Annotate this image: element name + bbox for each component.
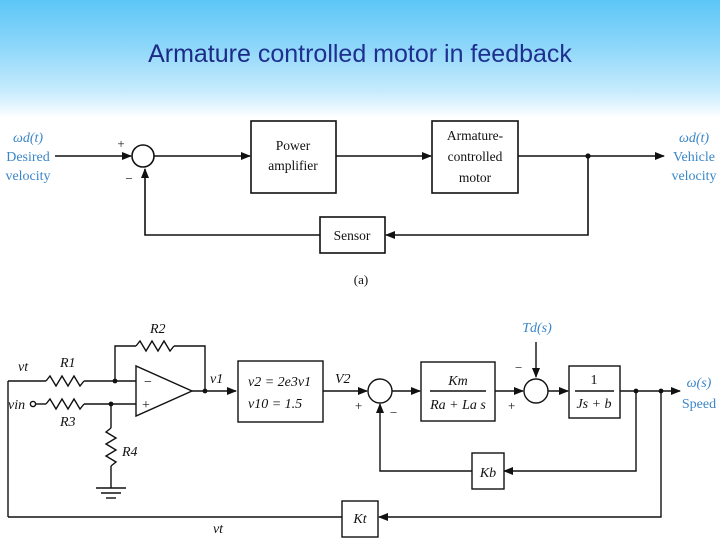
speed-symbol: ω(s)	[687, 376, 712, 391]
r3-label: R3	[59, 415, 76, 430]
resistor-r4	[104, 427, 118, 467]
feedback-to-sensor	[385, 156, 589, 239]
motor-label-1: Armature-	[447, 128, 504, 143]
output-label-1: Vehicle	[673, 150, 715, 165]
output-label-2: velocity	[671, 169, 716, 184]
vin-terminal	[29, 400, 37, 408]
r4-label: R4	[121, 445, 138, 460]
sum-minus-sign: −	[125, 171, 132, 186]
output-symbol: ωd(t)	[679, 131, 709, 146]
electrical-tf-denominator: Ra + La s	[429, 398, 486, 413]
speed-label: Speed	[682, 397, 716, 412]
feedback-to-summer	[141, 168, 320, 236]
r2-wire-left	[114, 345, 136, 381]
nonlinear-eq-1: v2 = 2e3v1	[248, 375, 311, 390]
r1-label: R1	[59, 356, 76, 371]
to-kb-arrow	[503, 391, 637, 475]
nonlinear-amplifier-block	[237, 360, 324, 423]
title-rest: controlled motor in feedback	[250, 40, 572, 68]
r2-label: R2	[149, 322, 166, 337]
nonlinear-eq-2: v10 = 1.5	[248, 397, 302, 412]
opamp-minus: −	[144, 375, 152, 390]
figure-b	[7, 339, 681, 538]
input-label-2: velocity	[5, 169, 50, 184]
v2-label: V2	[335, 372, 351, 387]
node-v1	[202, 388, 208, 394]
sensor-label: Sensor	[334, 228, 371, 243]
figure-b-labels: vt vin R1 R2 R3 R4 − + v1 v2 = 2e3v1 v10…	[8, 321, 716, 537]
vt-label: vt	[18, 360, 29, 375]
vt-bottom-label: vt	[213, 522, 224, 537]
sum1-minus-sign: −	[390, 405, 397, 420]
kt-block	[341, 500, 379, 538]
sum-plus-sign: +	[117, 136, 124, 151]
figure-a	[55, 120, 665, 254]
opamp-plus: +	[142, 398, 150, 413]
summing-junction-b1	[367, 378, 393, 404]
to-kt-arrow	[378, 391, 662, 521]
resistor-r3	[45, 397, 85, 411]
mechanical-tf-denominator: Js + b	[576, 397, 611, 412]
sum2-minus-sign: −	[515, 360, 522, 375]
electrical-tf-numerator: Km	[447, 374, 467, 389]
disturbance-label: Td(s)	[522, 321, 552, 336]
sum2-plus-sign: +	[508, 398, 515, 413]
title-band	[0, 0, 720, 118]
kt-label: Kt	[352, 512, 367, 527]
resistor-r1	[45, 374, 85, 388]
mechanical-tf-block	[568, 365, 621, 419]
vin-label: vin	[8, 398, 25, 413]
figure-a-labels: ωd(t) Desired velocity ωd(t) Vehicle vel…	[5, 128, 716, 287]
summing-junction-a	[131, 144, 155, 168]
input-symbol: ωd(t)	[13, 131, 43, 146]
kb-to-sum-arrow	[376, 403, 472, 472]
amp-label-1: Power	[276, 138, 311, 153]
title-highlight: Armature	[148, 40, 251, 68]
r2-wire-right	[174, 345, 206, 391]
motor-label-3: motor	[459, 170, 492, 185]
v1-label: v1	[210, 372, 223, 387]
mechanical-tf-numerator: 1	[591, 373, 598, 388]
motor-label-2: controlled	[448, 149, 503, 164]
motor-block	[431, 120, 519, 194]
input-label-1: Desired	[6, 150, 50, 165]
power-amplifier-block	[250, 120, 337, 194]
slide-title: Armature controlled motor in feedback	[0, 40, 720, 69]
amp-label-2: amplifier	[268, 158, 318, 173]
sum1-plus-sign: +	[355, 398, 362, 413]
caption-a: (a)	[354, 272, 368, 287]
kb-block	[471, 452, 505, 490]
resistor-r2	[135, 339, 175, 353]
kb-label: Kb	[479, 466, 496, 481]
node-minus	[112, 378, 118, 384]
op-amp	[135, 364, 194, 418]
summing-junction-b2	[523, 378, 549, 404]
